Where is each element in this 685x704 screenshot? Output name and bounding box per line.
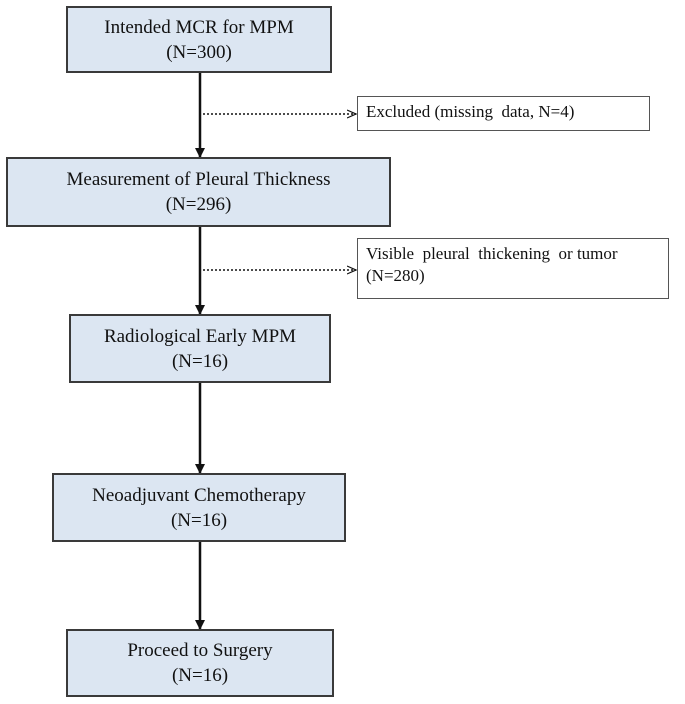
step-label: Radiological Early MPM [103, 325, 297, 347]
step-box-proceed-to-surgery: Proceed to Surgery (N=16) [66, 629, 334, 697]
step-count: (N=16) [170, 509, 228, 531]
step-box-pleural-measurement: Measurement of Pleural Thickness (N=296) [6, 157, 391, 227]
exclusion-text-line1: Visible pleural thickening or tumor [366, 244, 618, 263]
exclusion-text-line2: (N=280) [366, 266, 425, 285]
step-label: Neoadjuvant Chemotherapy [92, 484, 306, 506]
step-label: Measurement of Pleural Thickness [66, 169, 331, 190]
step-count: (N=16) [171, 350, 229, 372]
step-label: Intended MCR for MPM [104, 16, 294, 38]
step-count: (N=16) [171, 665, 229, 686]
step-box-intended-mcr: Intended MCR for MPM (N=300) [66, 6, 332, 73]
exclusion-box-missing-data: Excluded (missing data, N=4) [357, 96, 650, 131]
exclusion-box-visible-thickening: Visible pleural thickening or tumor (N=2… [357, 238, 669, 299]
step-box-neoadjuvant-chemotherapy: Neoadjuvant Chemotherapy (N=16) [52, 473, 346, 542]
step-label: Proceed to Surgery [127, 640, 273, 661]
step-count: (N=296) [165, 194, 232, 215]
step-count: (N=300) [166, 41, 232, 63]
step-box-radiological-early-mpm: Radiological Early MPM (N=16) [69, 314, 331, 383]
exclusion-text: Excluded (missing data, N=4) [366, 102, 575, 121]
